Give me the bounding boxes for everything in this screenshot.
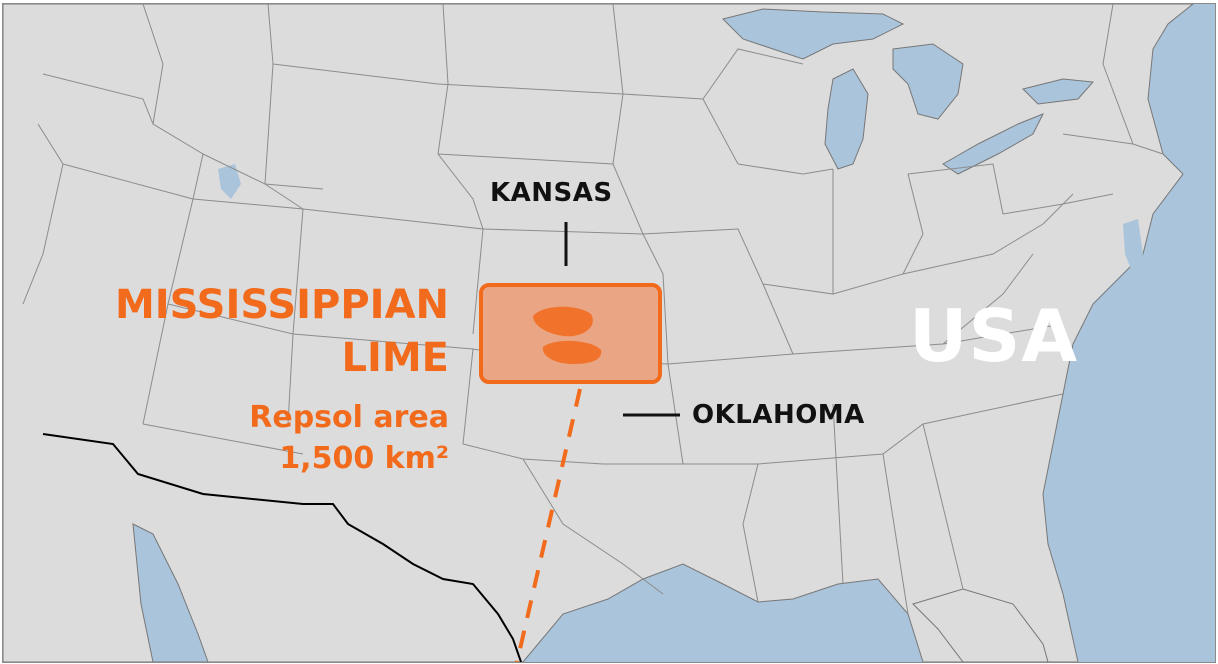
- play-title-line2: LIME: [341, 335, 450, 381]
- map-frame[interactable]: KANSAS OKLAHOMA MISSISSIPPIAN LIME Repso…: [2, 3, 1216, 663]
- state-label-oklahoma: OKLAHOMA: [692, 400, 865, 430]
- great-salt-lake: [218, 164, 241, 199]
- international-border: [42, 433, 522, 662]
- gulf-of-california: [132, 523, 209, 662]
- chesapeake-bay: [1123, 219, 1143, 274]
- play-title-line1: MISSISSIPPIAN: [114, 282, 449, 328]
- lake-ontario: [1022, 78, 1095, 105]
- acreage-blob-north: [533, 306, 593, 337]
- basemap: [3, 4, 1194, 662]
- country-label: USA: [909, 294, 1079, 378]
- lake-superior: [722, 8, 905, 60]
- florida: [912, 588, 1049, 662]
- play-subtitle-line1: Repsol area: [249, 400, 449, 435]
- dashed-callout-line: [515, 388, 582, 662]
- lake-huron: [892, 43, 964, 120]
- state-label-kansas: KANSAS: [490, 178, 613, 208]
- play-subtitle-line2: 1,500 km²: [279, 441, 449, 476]
- lake-michigan: [824, 68, 869, 170]
- lake-erie: [942, 113, 1045, 175]
- acreage-blob-south: [542, 340, 602, 364]
